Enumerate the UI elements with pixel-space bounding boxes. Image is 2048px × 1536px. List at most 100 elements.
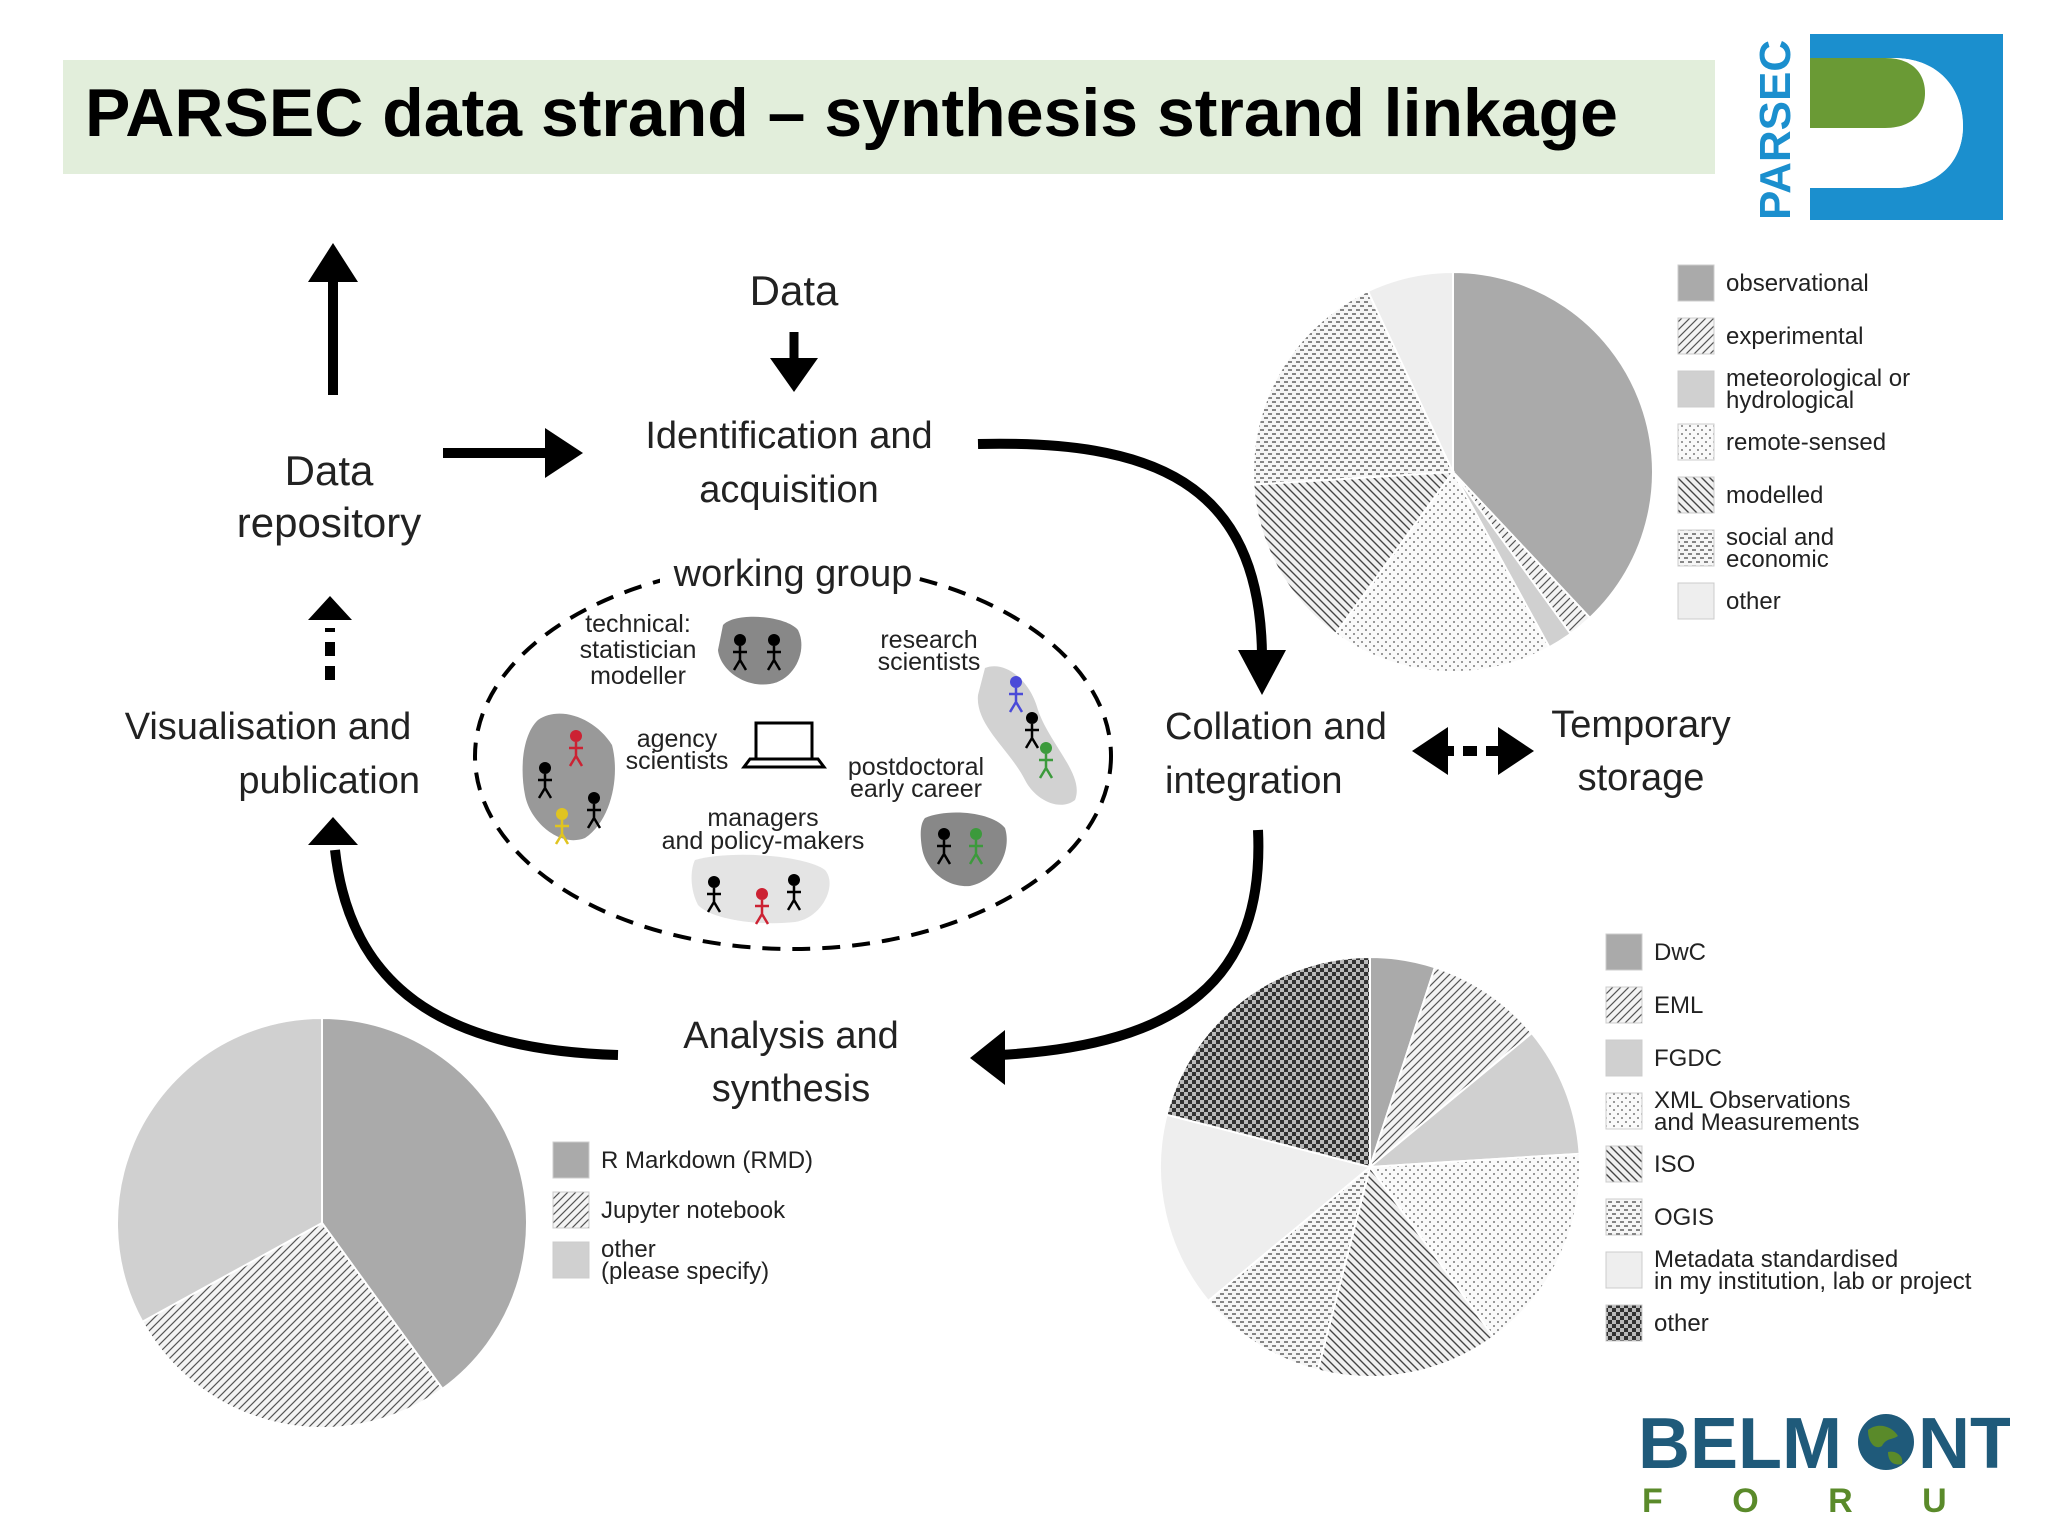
data-type-pie-slice-4 — [1334, 470, 1551, 673]
metadata-standard-pie-slice-4 — [1368, 1152, 1581, 1339]
metadata-standard-pie-slice-3 — [1366, 1031, 1581, 1169]
visualisation-label-line2: publication — [238, 760, 420, 802]
notebook-pie-legend-label: (please specify) — [601, 1258, 769, 1285]
person-icon — [786, 874, 802, 911]
technical-label-line1: technical: — [585, 610, 691, 638]
metadata-standard-pie-slice-2 — [1367, 966, 1534, 1170]
identification-label-line1: Identification and — [645, 415, 932, 457]
data-type-pie-legend-label: remote-sensed — [1726, 429, 1886, 456]
repository-label-line1: Data — [285, 447, 374, 494]
parsec-logo-text: PARSEC — [1751, 40, 1800, 220]
person-icon — [537, 762, 553, 799]
data-type-pie-legend-label: other — [1726, 588, 1781, 615]
data-type-pie-slice-7 — [1366, 270, 1454, 473]
notebook-pie-legend-label: other — [601, 1236, 656, 1263]
metadata-standard-pie-legend-label: XML Observations — [1654, 1087, 1851, 1114]
analysis-label-line2: synthesis — [712, 1068, 870, 1110]
data-type-pie: observationalexperimentalmeteorological … — [1251, 264, 1910, 673]
data-type-pie-legend-label: observational — [1726, 270, 1869, 297]
metadata-standard-pie-legend-label: EML — [1654, 992, 1703, 1019]
metadata-standard-pie-legend-swatch — [1605, 1304, 1643, 1342]
data-type-pie-legend-label: social and — [1726, 524, 1834, 551]
publication-to-repository-dashed-arrow — [308, 596, 352, 680]
metadata-standard-pie-legend-label: OGIS — [1654, 1204, 1714, 1231]
working-group: working group technical: statistician mo… — [473, 548, 1113, 951]
data-type-pie-legend-label: hydrological — [1726, 387, 1854, 414]
research-group-blob — [977, 666, 1077, 805]
notebook-pie-slice-3 — [116, 1016, 323, 1324]
person-icon — [568, 730, 584, 767]
metadata-standard-pie-legend-swatch — [1605, 1251, 1643, 1289]
person-icon — [554, 808, 570, 845]
metadata-standard-pie-legend-label: ISO — [1654, 1151, 1695, 1178]
analysis-label-line1: Analysis and — [683, 1015, 898, 1057]
agency-label-line1: agency — [637, 725, 718, 753]
postdoc-label-line2: early career — [850, 775, 982, 803]
person-icon — [1038, 742, 1054, 779]
data-down-arrow — [770, 332, 818, 392]
technical-group-blob — [718, 616, 802, 685]
collation-label-line2: integration — [1165, 760, 1342, 802]
metadata-standard-pie-legend-label: Metadata standardised — [1654, 1246, 1898, 1273]
data-type-pie-slice-1 — [1452, 270, 1655, 620]
metadata-standard-pie-legend-swatch — [1605, 1092, 1643, 1130]
collation-storage-double-arrow — [1412, 727, 1534, 775]
person-icon — [936, 828, 952, 865]
data-type-pie-legend-swatch — [1677, 423, 1715, 461]
repository-label-line2: repository — [237, 499, 421, 546]
repository-to-identification-arrow — [443, 428, 583, 478]
belmont-forum-logo: BELM NT F O R U M — [1638, 1404, 2010, 1520]
stick-figures — [537, 634, 1054, 925]
identification-to-collation-arrow — [977, 438, 1286, 695]
metadata-standard-pie-slice-6 — [1206, 1164, 1372, 1372]
data-type-pie-legend-label: economic — [1726, 546, 1829, 573]
belmont-logo-text-right: NT — [1918, 1404, 2010, 1484]
person-icon — [1008, 676, 1024, 713]
data-type-pie-slice-6 — [1251, 289, 1455, 486]
agency-group-blob — [522, 713, 615, 841]
data-type-pie-legend-swatch — [1677, 317, 1715, 355]
person-icon — [754, 888, 770, 925]
agency-label-line2: scientists — [626, 747, 729, 775]
data-type-pie-legend-swatch — [1677, 370, 1715, 408]
research-label-line2: scientists — [878, 648, 981, 676]
title-banner: PARSEC data strand – synthesis strand li… — [63, 60, 1715, 174]
working-group-title: working group — [673, 553, 913, 595]
visualisation-label-line1: Visualisation and — [125, 706, 412, 748]
metadata-standard-pie-slice-8 — [1165, 955, 1371, 1169]
metadata-standard-pie-legend-swatch — [1605, 933, 1643, 971]
managers-label-line2: and policy-makers — [662, 827, 865, 855]
notebook-pie-legend-swatch — [552, 1191, 590, 1229]
notebook-pie-slice-2 — [140, 1221, 444, 1429]
metadata-standard-pie-slice-7 — [1159, 1113, 1373, 1303]
metadata-standard-pie-legend-label: other — [1654, 1310, 1709, 1337]
belmont-logo-text-left: BELM — [1638, 1404, 1842, 1484]
person-icon — [766, 634, 782, 671]
data-label: Data — [750, 267, 839, 314]
technical-label-line2: statistician — [580, 636, 697, 664]
metadata-standard-pie-slice-5 — [1316, 1164, 1495, 1378]
metadata-standard-pie-legend-swatch — [1605, 1039, 1643, 1077]
metadata-standard-pie-legend-label: and Measurements — [1654, 1109, 1859, 1136]
person-icon — [1024, 712, 1040, 749]
data-type-pie-legend-swatch — [1677, 476, 1715, 514]
person-icon — [968, 828, 984, 865]
notebook-pie-legend-swatch — [552, 1241, 590, 1279]
parsec-logo: PARSEC — [1751, 34, 2003, 220]
data-type-pie-slice-5 — [1252, 470, 1456, 636]
person-icon — [706, 876, 722, 913]
data-type-pie-legend-label: experimental — [1726, 323, 1863, 350]
notebook-pie-legend-label: Jupyter notebook — [601, 1197, 786, 1224]
data-type-pie-legend-swatch — [1677, 529, 1715, 567]
metadata-standard-pie-legend-label: DwC — [1654, 939, 1706, 966]
technical-label-line3: modeller — [590, 662, 686, 690]
research-label-line1: research — [880, 626, 977, 654]
identification-label-line2: acquisition — [699, 469, 879, 511]
collation-to-analysis-arrow — [970, 829, 1264, 1085]
laptop-icon — [741, 721, 827, 769]
metadata-standard-pie-legend-label: in my institution, lab or project — [1654, 1268, 1972, 1295]
belmont-logo-forum-text: F O R U M — [1642, 1482, 2010, 1520]
